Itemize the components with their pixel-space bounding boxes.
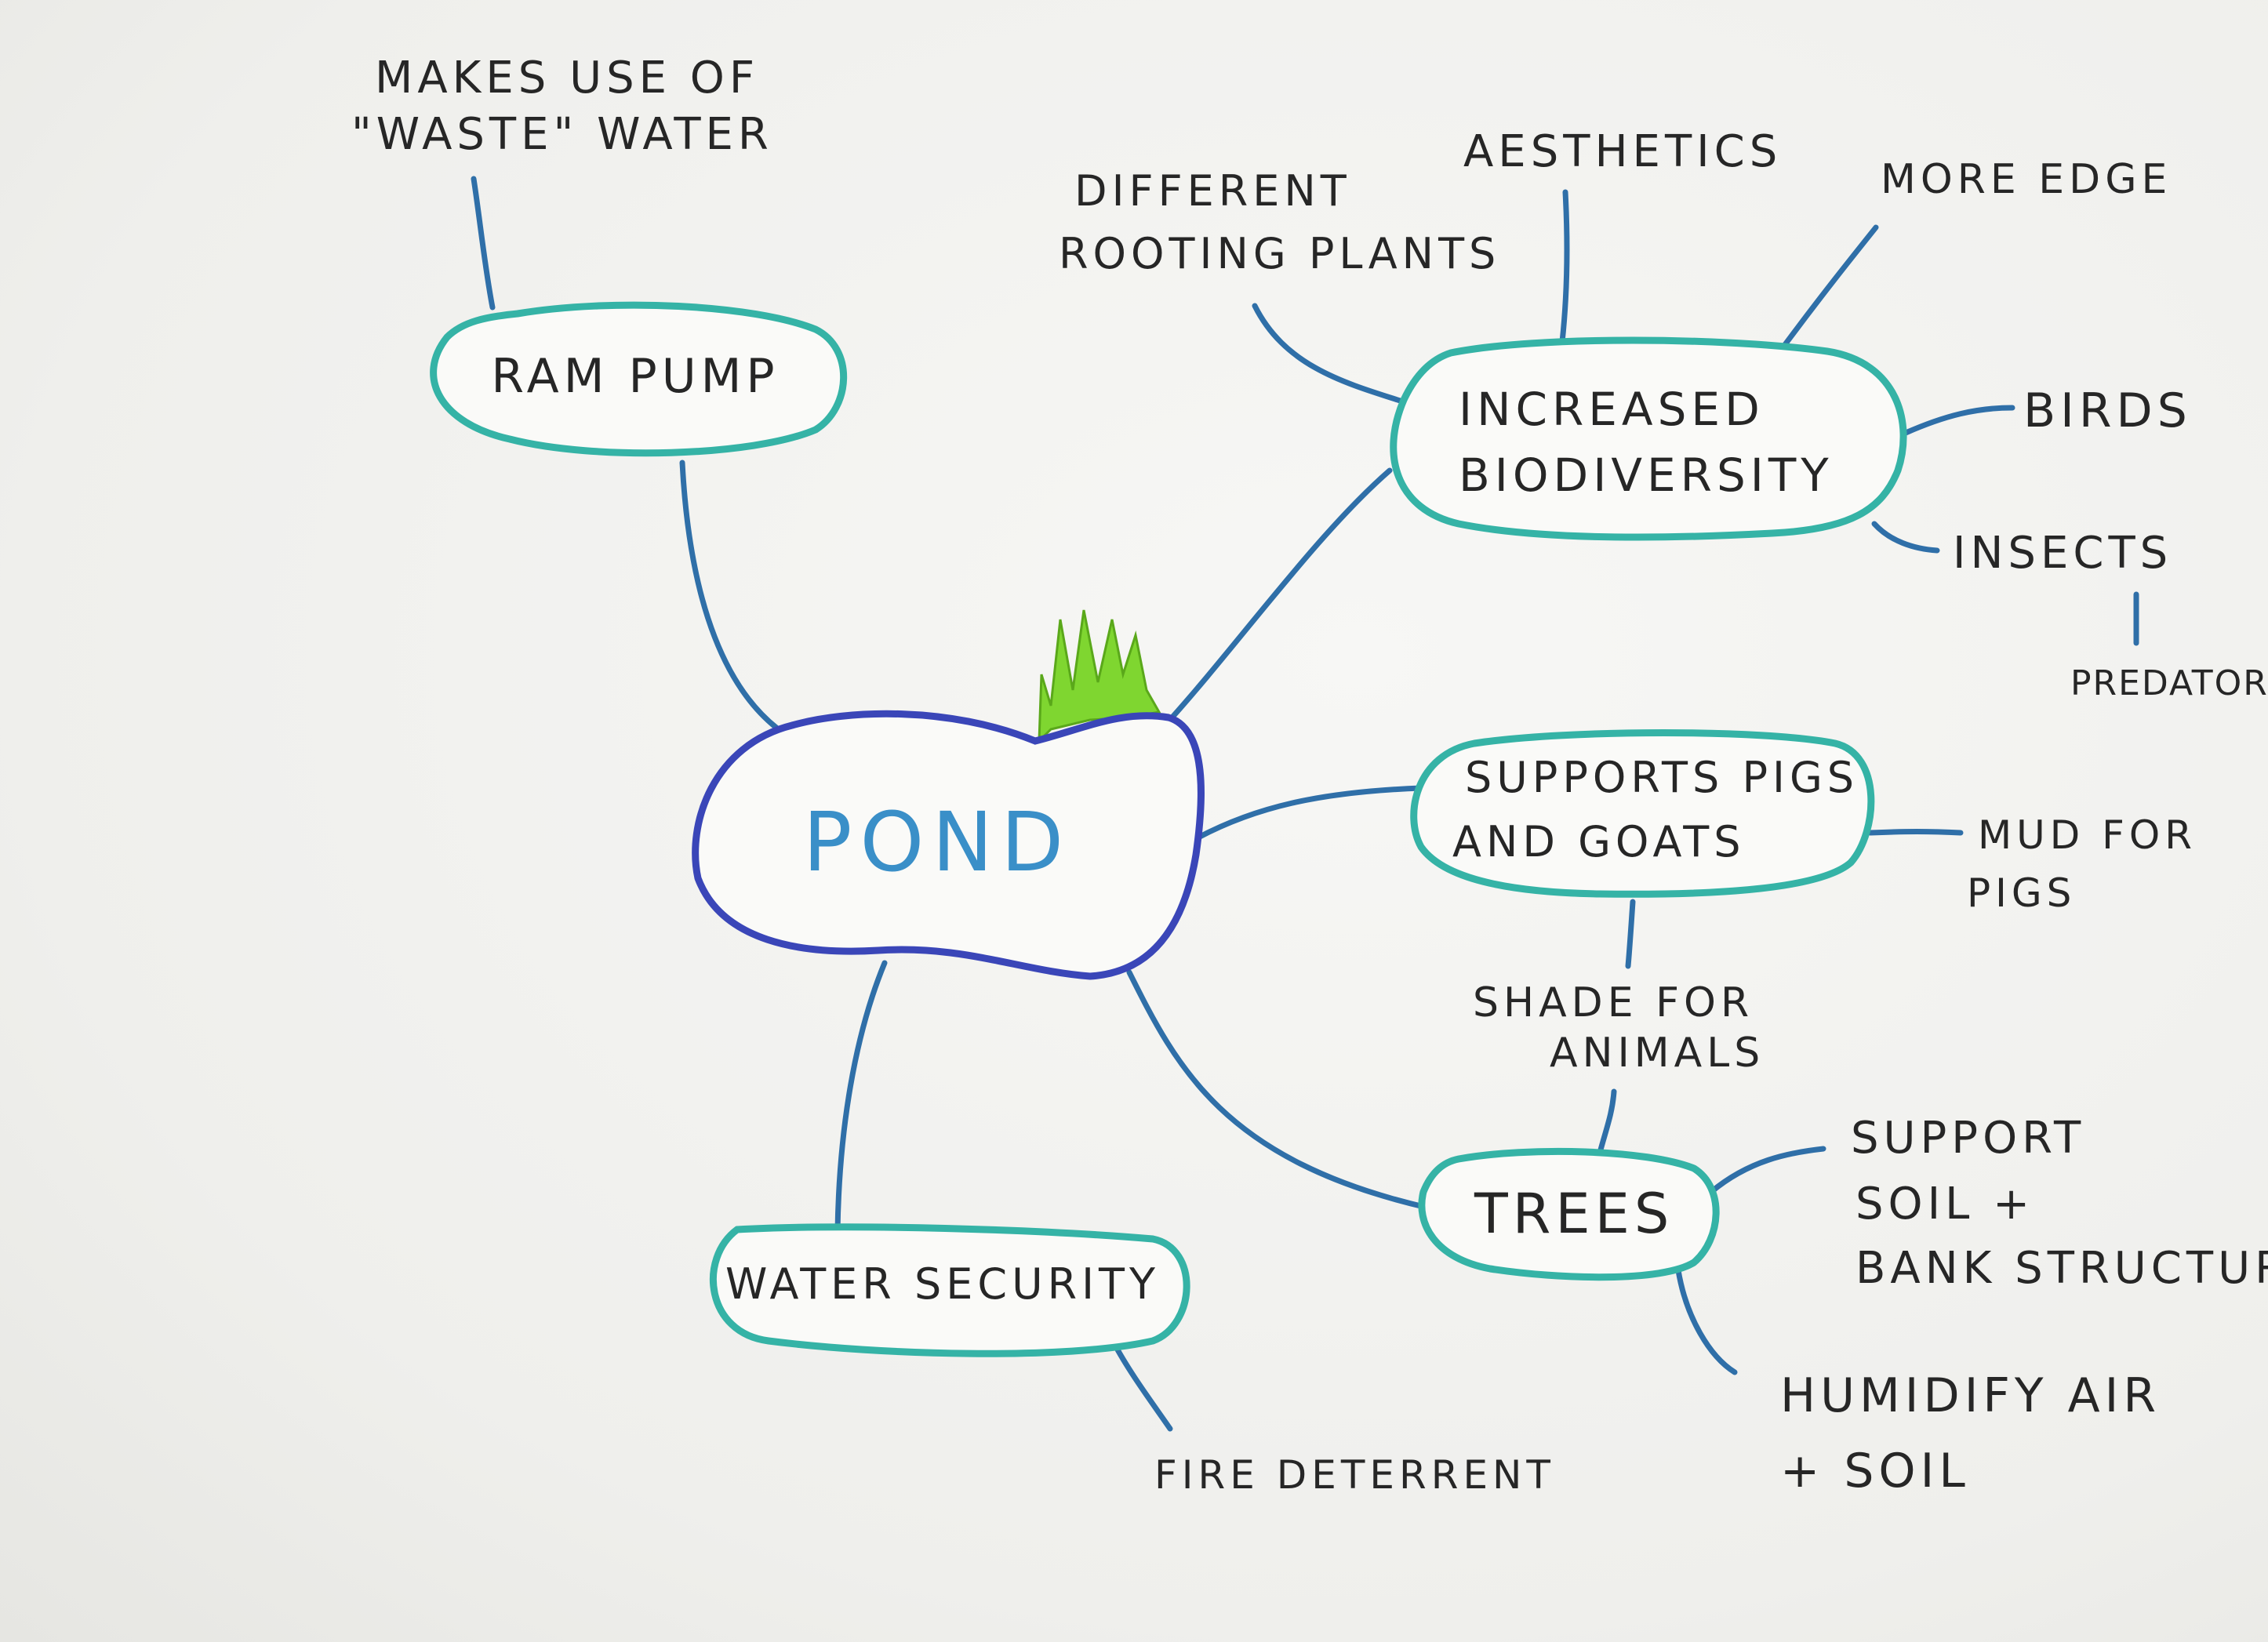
leaf-humidify-line2: + SOIL [1780, 1444, 1970, 1499]
leaf-rooting-line2: ROOTING PLANTS [1059, 229, 1500, 278]
connector-pond-ram-pump [679, 460, 780, 731]
leaf-waste-water-line2: "WASTE" WATER [351, 109, 773, 160]
pond-label: POND [803, 794, 1071, 890]
leaf-support-line2: SOIL + [1855, 1179, 2034, 1230]
connector-pond-trees [1126, 969, 1430, 1211]
leaf-aesthetics: AESTHETICS [1463, 126, 1782, 177]
trees-outline [1418, 1147, 1720, 1281]
leaf-rooting-line1: DIFFERENT [1074, 166, 1351, 216]
leaf-humidify-line1: HUMIDIFY AIR [1780, 1368, 2161, 1423]
trees-label: TREES [1474, 1182, 1674, 1246]
biodiversity-label-line1: INCREASED [1459, 383, 1765, 436]
connector-water-security-fire [1110, 1339, 1173, 1432]
leaf-waste-water-line1: MAKES USE OF [375, 53, 759, 104]
connector-biodiversity-rooting [1252, 303, 1413, 407]
connector-biodiversity-aesthetics [1559, 189, 1570, 345]
ram-pump-label: RAM PUMP [491, 349, 779, 404]
leaf-birds: BIRDS [2023, 383, 2192, 438]
connector-trees-support [1708, 1146, 1826, 1195]
leaf-support-line1: SUPPORT [1851, 1113, 2085, 1164]
connector-shade-trees [1597, 1088, 1617, 1156]
pigs-goats-label-line1: SUPPORTS PIGS [1465, 753, 1859, 802]
connector-pond-pigs-goats [1195, 785, 1424, 841]
connector-pond-biodiversity [1165, 467, 1393, 725]
connector-pigs-goats-mud [1867, 829, 1964, 836]
leaf-mud-line2: PIGS [1967, 870, 2076, 916]
biodiversity-outline [1390, 336, 1907, 541]
connector-ram-pump-waste-water [471, 176, 496, 311]
leaf-mud-line1: MUD FOR [1978, 812, 2197, 858]
leaf-more-edge: MORE EDGE [1881, 156, 2172, 203]
biodiversity-label-line2: BIODIVERSITY [1459, 449, 1834, 502]
connector-biodiversity-birds [1903, 405, 2015, 436]
ram-pump-outline [430, 301, 848, 457]
connectors [471, 176, 2139, 1432]
leaf-shade-line2: ANIMALS [1550, 1030, 1765, 1077]
biodiversity-node: INCREASED BIODIVERSITY [1390, 336, 1907, 541]
water-security-outline [710, 1223, 1190, 1357]
pigs-goats-label-line2: AND GOATS [1452, 817, 1746, 866]
connector-biodiversity-more-edge [1779, 224, 1879, 352]
pigs-goats-node: SUPPORTS PIGS AND GOATS [1410, 729, 1875, 898]
trees-node: TREES [1418, 1147, 1720, 1281]
leaf-shade-line1: SHADE FOR [1473, 979, 1754, 1026]
connector-biodiversity-insects [1871, 521, 1940, 554]
leaf-fire-deterrent: FIRE DETERRENT [1154, 1452, 1555, 1498]
connector-trees-humidify [1675, 1267, 1738, 1375]
ram-pump-node: RAM PUMP [430, 301, 848, 457]
water-security-node: WATER SECURITY [710, 1223, 1190, 1357]
pigs-goats-outline [1410, 729, 1875, 898]
connector-pigs-goats-shade [1625, 899, 1636, 969]
connector-pond-water-security [834, 960, 888, 1234]
water-security-label: WATER SECURITY [725, 1259, 1160, 1309]
pond-node: POND [692, 609, 1205, 980]
leaf-support-line3: BANK STRUCTURE [1855, 1243, 2268, 1294]
leaf-insects: INSECTS [1953, 528, 2172, 579]
pond-outline [692, 710, 1205, 980]
